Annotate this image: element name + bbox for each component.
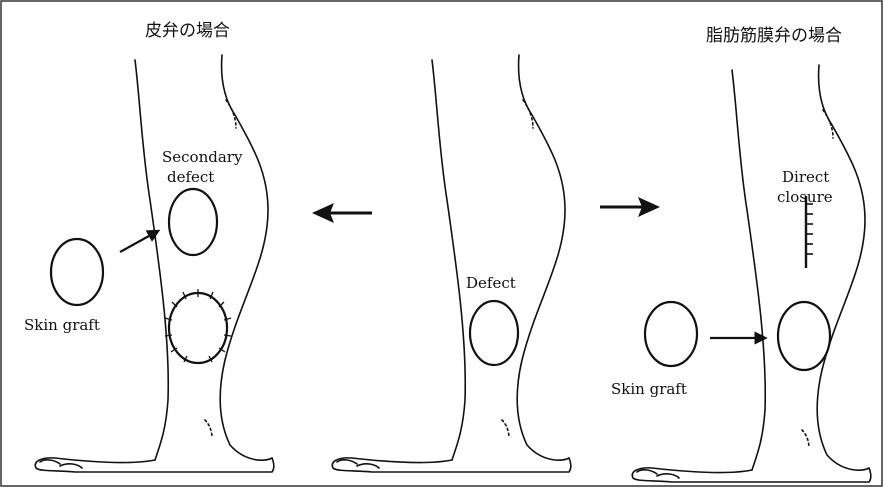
skin-graft-oval-right [645, 302, 697, 366]
label-direct-closure-1: Direct [782, 168, 829, 186]
sutured-flap [165, 289, 231, 363]
label-secondary-defect-2: defect [167, 168, 214, 186]
leg-outline-right [632, 65, 871, 482]
label-skin-graft-left: Skin graft [24, 316, 100, 334]
skin-graft-oval-left [51, 239, 103, 305]
grafted-flap-oval [778, 302, 830, 370]
label-secondary-defect-1: Secondary [162, 148, 243, 166]
secondary-defect-oval [169, 189, 217, 255]
arrow-left-icon [312, 203, 372, 223]
heading-skin-flap: 皮弁の場合 [145, 21, 230, 41]
label-defect: Defect [466, 274, 516, 292]
defect-oval [470, 301, 518, 365]
linear-suture-scar [806, 196, 813, 268]
heading-adipofascial-flap: 脂肪筋膜弁の場合 [706, 26, 842, 46]
leg-outline-center [332, 55, 571, 472]
leg-outline [35, 55, 274, 472]
label-skin-graft-right: Skin graft [611, 380, 687, 398]
arrow-pointer-icon [120, 231, 158, 252]
arrow-right-icon [600, 197, 660, 217]
